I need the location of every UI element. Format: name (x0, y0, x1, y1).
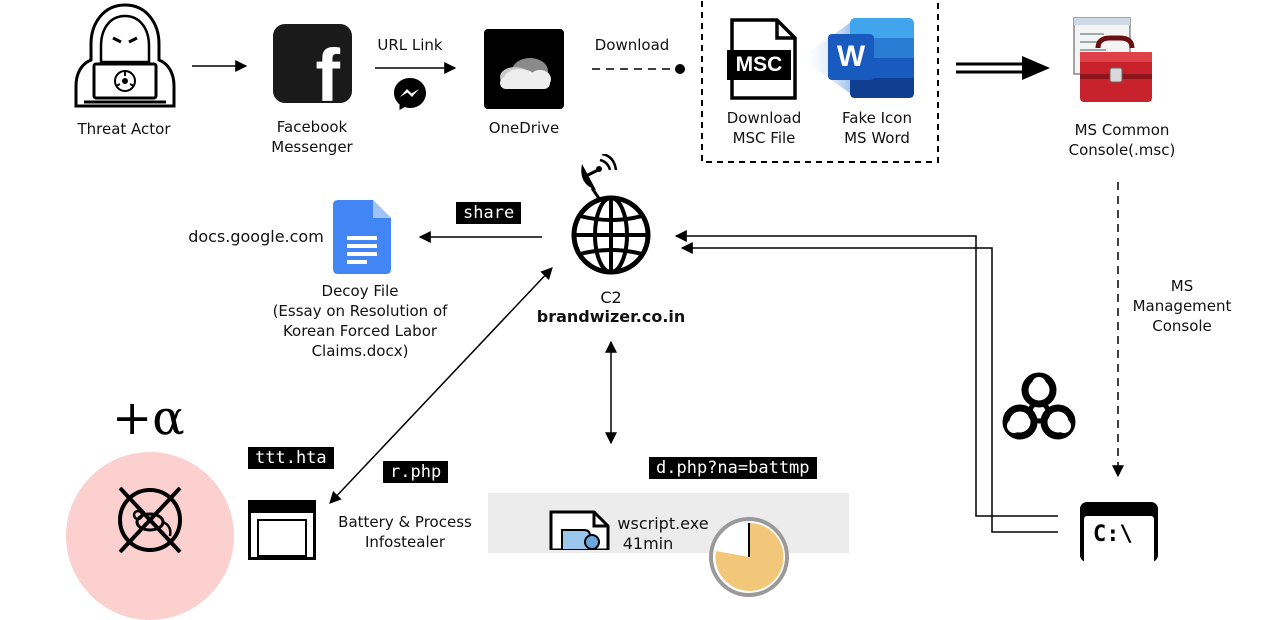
url-link-label: URL Link (377, 36, 443, 54)
download-msc-label-line2: MSC File (732, 129, 796, 147)
biohazard-icon (1002, 372, 1076, 440)
battery-infostealer-label-line2: Infostealer (364, 533, 446, 551)
hta-window-pane (257, 519, 307, 557)
docs-domain-label: docs.google.com (188, 227, 324, 246)
battery-infostealer-label-line1: Battery & Process (338, 513, 472, 531)
cloud-icon (500, 58, 551, 89)
hta-window-titlebar (251, 503, 313, 513)
terminal-icon: C:\ (1080, 502, 1158, 562)
ms-common-console-label-line1: MS Common (1074, 121, 1170, 139)
toolbox-icon (1073, 17, 1152, 102)
c2-label: C2 (600, 288, 622, 307)
ms-management-console-label-line2: Management (1132, 297, 1232, 315)
decoy-file-label-line4: Claims.docx) (311, 342, 409, 360)
messenger-icon (394, 78, 426, 110)
download-msc-label-line1: Download (726, 109, 802, 127)
decoy-file-label-line2: (Essay on Resolution of (272, 302, 448, 320)
ms-management-console-label-line3: Console (1152, 317, 1212, 335)
c2-domain-label: brandwizer.co.in (536, 307, 686, 326)
msc-badge-text: MSC (735, 53, 783, 76)
msc-file-icon (727, 18, 797, 100)
download-label: Download (594, 36, 670, 54)
msc-group-box (701, 0, 939, 163)
facebook-letter: f (315, 34, 340, 117)
fake-icon-label-line2: MS Word (844, 129, 910, 147)
path-terminal-to-c2-inner (674, 230, 1058, 517)
wscript-interval-label: 41min (622, 534, 674, 553)
satellite-dish-icon (581, 154, 618, 200)
clock-icon (709, 517, 789, 597)
decoy-file-label-line1: Decoy File (321, 282, 399, 300)
fake-icon-label-line1: Fake Icon (842, 109, 912, 127)
r-php-tag: r.php (383, 461, 449, 483)
word-icon (828, 18, 914, 98)
wscript-panel (488, 493, 849, 553)
plus-alpha-label: +α (112, 390, 185, 446)
google-docs-icon (333, 200, 391, 274)
threat-actor-label: Threat Actor (77, 120, 171, 138)
facebook-icon: f (273, 24, 352, 113)
hacker-icon (74, 3, 176, 108)
arrow-c2-infostealer-bidirectional (329, 267, 553, 504)
double-arrow-head (1022, 56, 1050, 80)
facebook-messenger-label-line1: Facebook (276, 118, 348, 136)
terminal-prompt: C:\ (1093, 522, 1133, 547)
ms-management-console-label-line1: MS (1170, 277, 1194, 295)
ms-common-console-label-line2: Console(.msc) (1068, 141, 1176, 159)
wscript-exe-label: wscript.exe (617, 514, 709, 533)
d-php-tag: d.php?na=battmp (649, 457, 817, 479)
script-file-icon (549, 510, 610, 550)
download-endpoint-dot (675, 64, 685, 74)
onedrive-icon (484, 29, 564, 109)
decoy-file-label-line3: Korean Forced Labor (282, 322, 438, 340)
ttt-hta-tag: ttt.hta (248, 447, 334, 469)
connector-layer (192, 0, 1124, 533)
no-rat-icon (118, 486, 182, 554)
facebook-messenger-label-line2: Messenger (271, 138, 353, 156)
hta-window-icon (248, 500, 316, 560)
globe-icon (571, 195, 651, 275)
word-letter: W (836, 40, 866, 73)
onedrive-label: OneDrive (488, 119, 560, 137)
share-tag: share (456, 202, 522, 224)
path-terminal-to-c2-outer (680, 242, 1058, 533)
